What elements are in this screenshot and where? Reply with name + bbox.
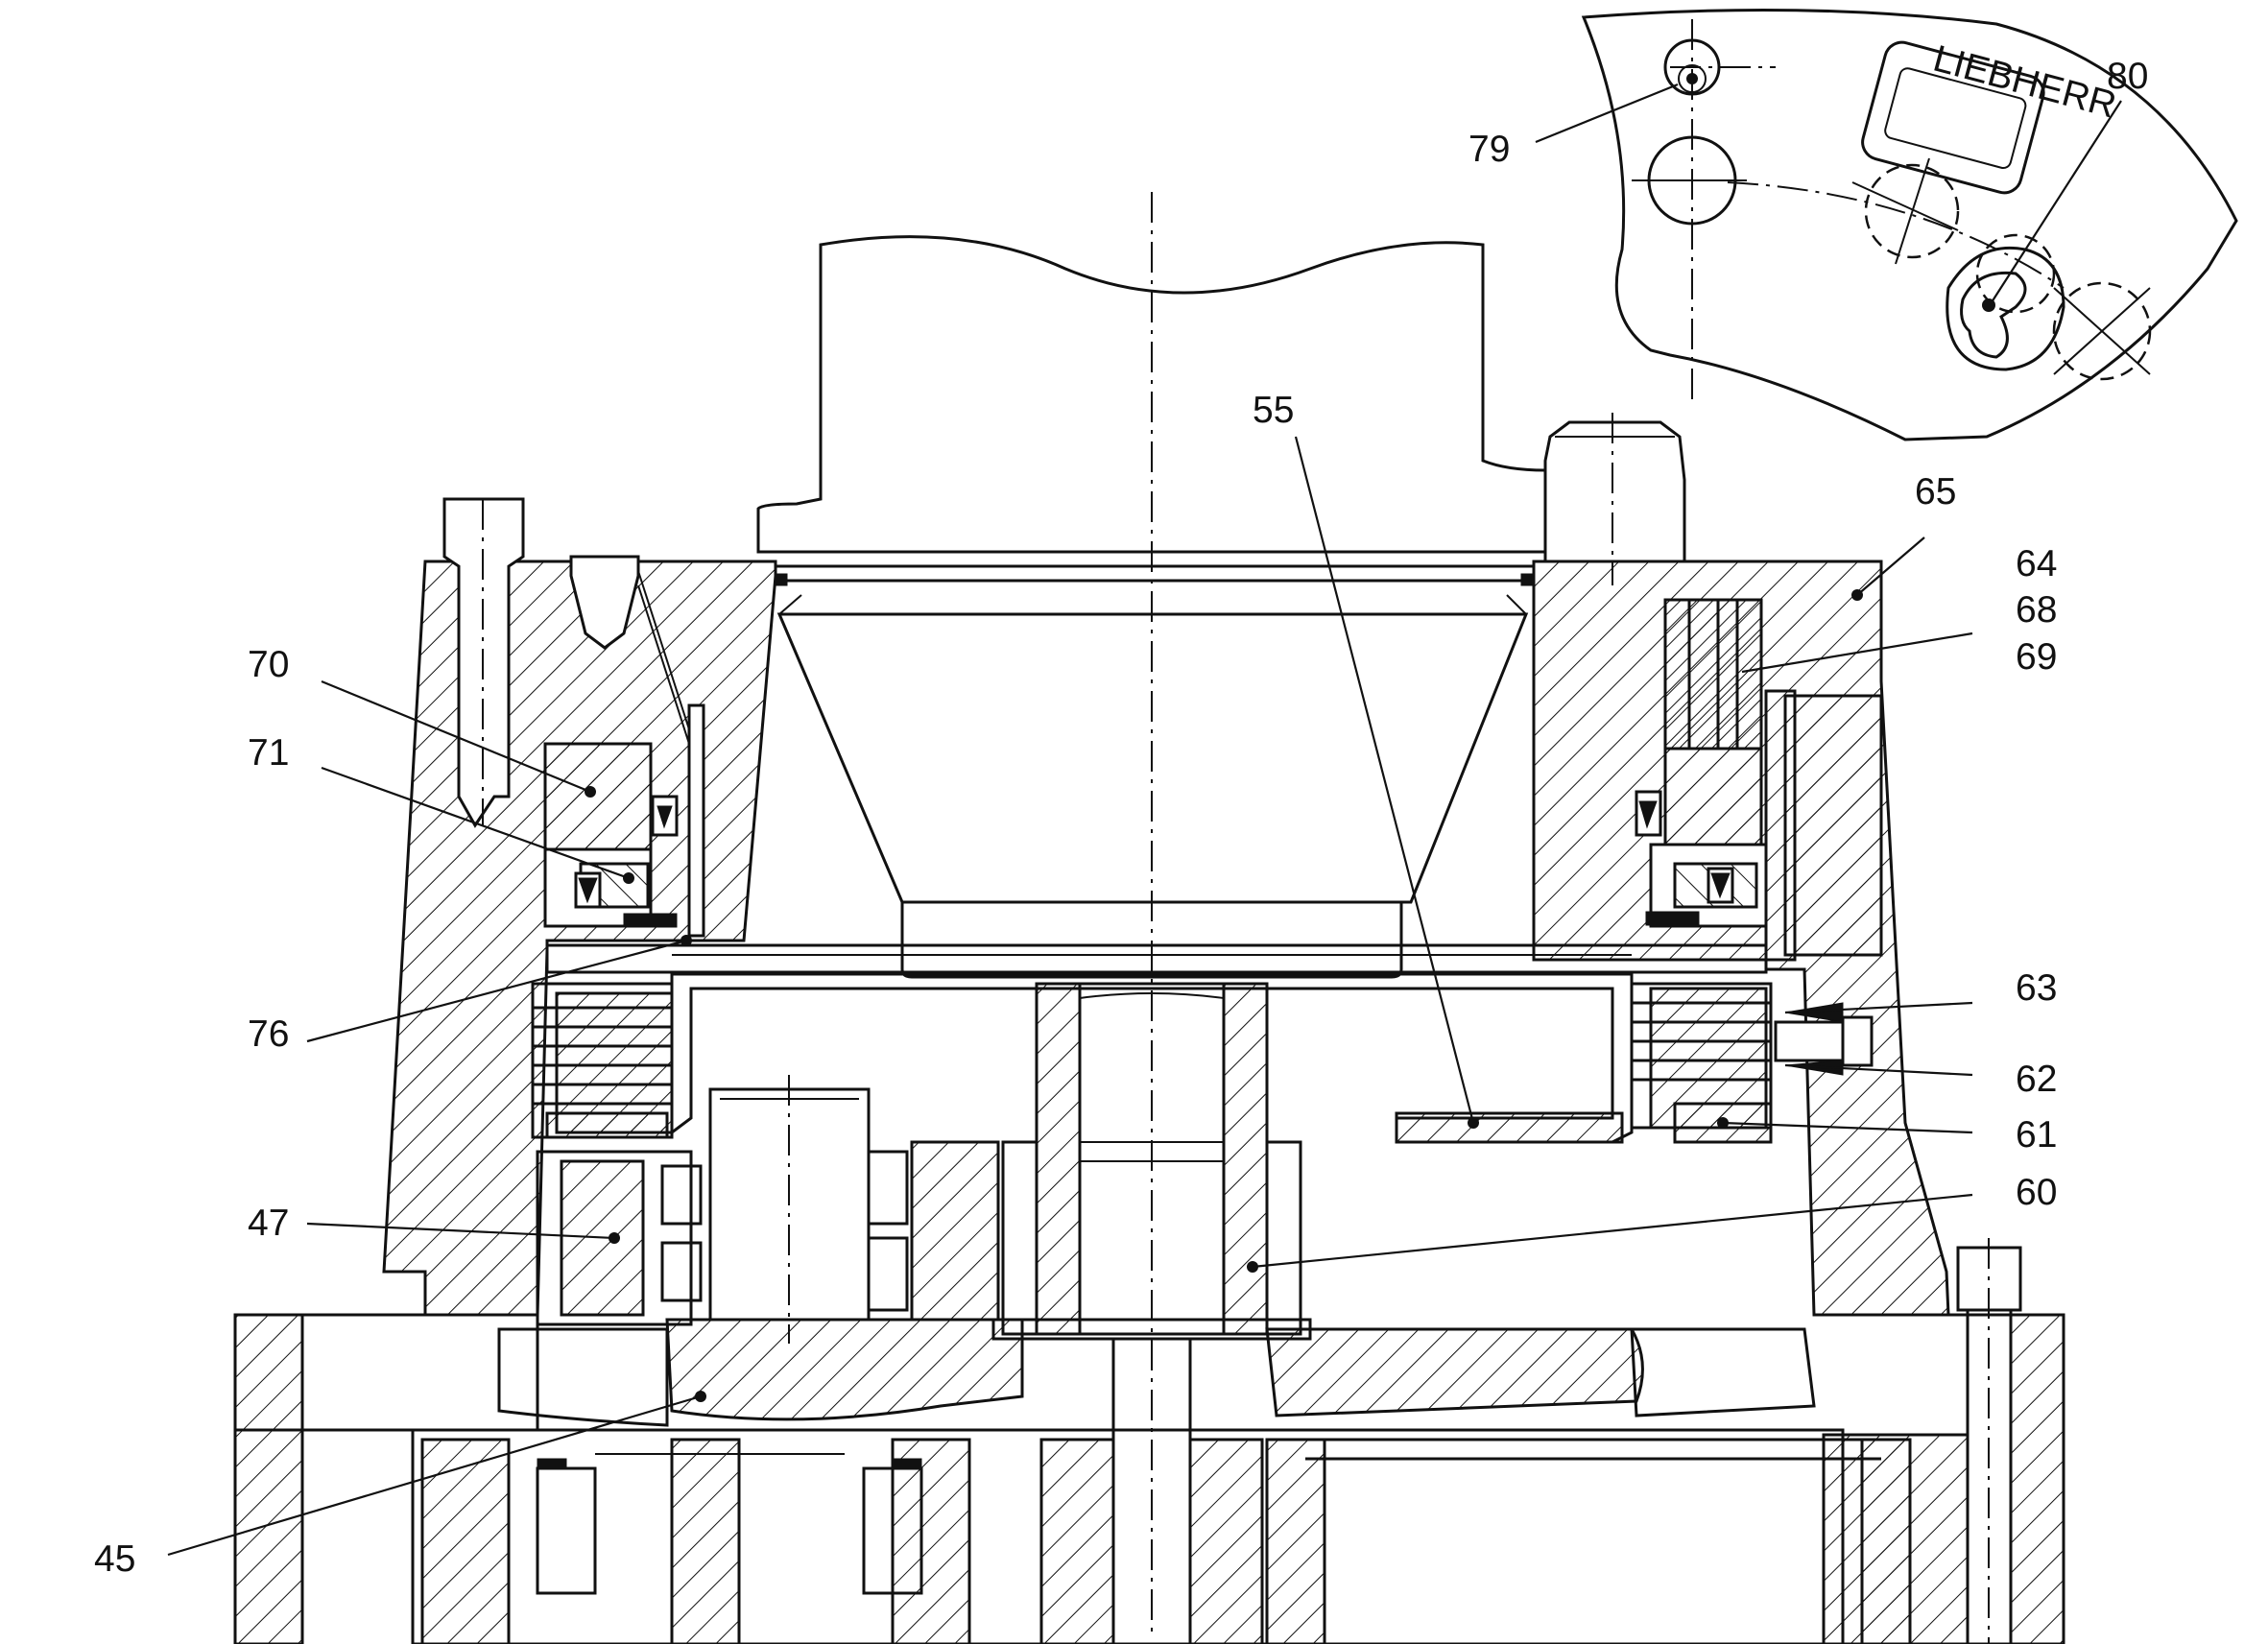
callout-62: 62	[2016, 1059, 2057, 1100]
callout-71: 71	[248, 732, 289, 774]
callout-76: 76	[248, 1013, 289, 1055]
callout-64: 64	[2016, 543, 2057, 584]
callout-61: 61	[2016, 1114, 2057, 1156]
callout-45: 45	[94, 1538, 135, 1580]
callout-68: 68	[2016, 589, 2057, 631]
callout-labels: 55 65 64 68 69 70 71 76 63 62 61 60 47 4…	[94, 56, 2148, 1580]
left-disc-stack	[531, 982, 674, 1139]
section-view	[233, 192, 2065, 1644]
callout-65: 65	[1915, 471, 1956, 512]
callout-47: 47	[248, 1203, 289, 1244]
callout-60: 60	[2016, 1172, 2057, 1213]
right-disc-stack	[1630, 982, 1874, 1144]
leader-lines	[167, 83, 2122, 1557]
callout-69: 69	[2016, 636, 2057, 678]
callout-79: 79	[1468, 129, 1510, 170]
callout-80: 80	[2107, 56, 2148, 97]
callout-55: 55	[1253, 390, 1294, 431]
callout-70: 70	[248, 644, 289, 685]
callout-63: 63	[2016, 967, 2057, 1009]
